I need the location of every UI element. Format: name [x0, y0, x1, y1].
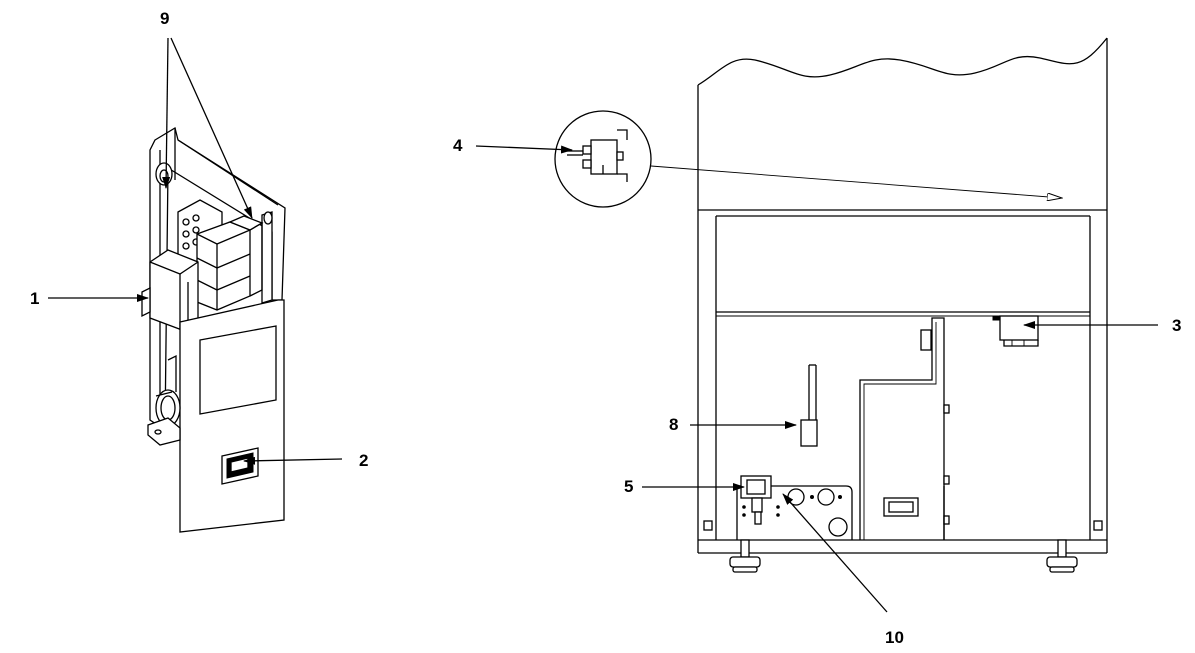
callout-1: 1 [30, 289, 39, 308]
leader-9b [170, 37, 253, 219]
callout-2: 2 [359, 451, 368, 470]
leader-lines [48, 37, 1158, 613]
leader-10 [782, 493, 888, 613]
callout-8: 8 [669, 415, 678, 434]
callout-labels: 9 1 2 4 3 8 5 10 [30, 9, 1181, 647]
callout-3: 3 [1172, 316, 1181, 335]
callout-10: 10 [885, 628, 904, 647]
leader-2 [243, 456, 343, 465]
callout-9: 9 [160, 9, 169, 28]
control-panel-assembly [141, 126, 286, 533]
cabinet-front-view [554, 37, 1108, 573]
callout-4: 4 [453, 136, 463, 155]
leader-4 [475, 145, 573, 154]
callout-5: 5 [624, 477, 633, 496]
leader-9a [162, 37, 171, 189]
cabinet-break-line [697, 37, 1108, 86]
